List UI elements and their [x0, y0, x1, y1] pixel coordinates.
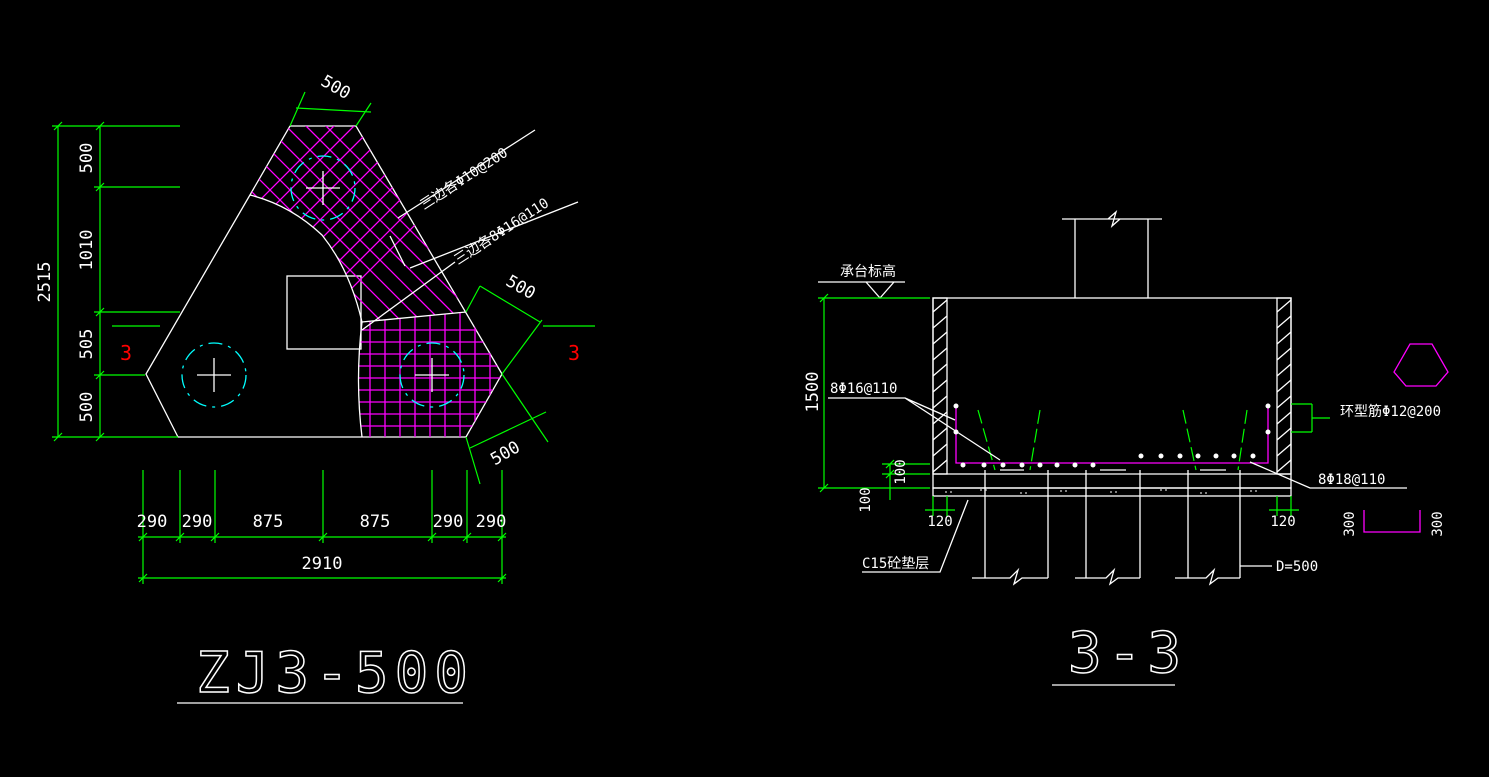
height-dim: 1500: [803, 372, 823, 413]
dim-h-4: 875: [360, 512, 391, 532]
leader-bedding: [862, 499, 969, 573]
dim-bottom-right-edge: 500: [487, 437, 524, 470]
side-right-dim: 120: [1270, 514, 1295, 530]
section-mark-right: 3: [568, 341, 580, 365]
zone-boundary-2: [361, 311, 467, 323]
bottom-rebar: [955, 404, 1269, 464]
bedding-label: C15砼垫层: [862, 556, 929, 572]
dim-v-total: 2515: [35, 262, 55, 303]
pile-right: [399, 342, 465, 408]
section-3-3: 承台标高 1500 100 100 120 120 8Φ16@110 环型筋Φ1…: [803, 210, 1449, 687]
rebar-dots: [953, 403, 1271, 468]
rebar-note-1: 三边各Φ10@200: [417, 145, 510, 213]
leader-bar-3: [1249, 461, 1407, 489]
dim-h-3: 875: [253, 512, 284, 532]
dim-v-4: 500: [77, 392, 97, 423]
pile-label: D=500: [1276, 559, 1318, 575]
dim-right-edge: 500: [502, 271, 539, 304]
dim-h-1: 290: [137, 512, 168, 532]
section-title: 3-3: [1068, 621, 1187, 686]
elevation-label: 承台标高: [840, 263, 896, 280]
section-mark-left: 3: [120, 341, 132, 365]
zone-boundary: [249, 194, 363, 438]
pile-left: [181, 342, 247, 408]
leader-bar-1: [828, 397, 1001, 461]
elevation-marker: [818, 281, 905, 299]
bottom-right-rebar-zone: [358, 312, 502, 437]
pile-top: [290, 155, 356, 221]
column-outline: [286, 275, 362, 350]
dim-h-5: 290: [433, 512, 464, 532]
cover-dim-bottom: 100: [858, 487, 874, 512]
rebar-note-2: 三边各8Φ16@110: [451, 195, 551, 268]
column: [1062, 210, 1162, 298]
bar-label-2: 环型筋Φ12@200: [1340, 403, 1441, 420]
cap-body: [932, 297, 1292, 489]
rebar-leaders: [361, 129, 579, 331]
top-rebar-zone: [250, 126, 466, 322]
bar-label-1: 8Φ16@110: [830, 381, 897, 397]
dim-h-2: 290: [182, 512, 213, 532]
dim-v-3: 505: [77, 329, 97, 360]
dim-top-edge: 500: [317, 71, 354, 104]
dim-h-6: 290: [476, 512, 507, 532]
side-left-dim: 120: [927, 514, 952, 530]
cover-dim-top: 100: [893, 459, 909, 484]
piles: [972, 469, 1241, 586]
oblique-dims: [289, 91, 549, 485]
section-dims: [818, 293, 1330, 516]
pile-cap-plan: 500 1010 505 500 2515 290 290 875 875 29…: [35, 71, 595, 707]
bedding-layer: [932, 487, 1292, 497]
dim-v-2: 1010: [77, 230, 97, 271]
wall-hatch: [932, 299, 1292, 473]
vertical-dims: [52, 121, 595, 442]
ring-bar-detail: [1393, 343, 1449, 387]
hook-left-dim: 300: [1342, 511, 1358, 536]
pile-anchor-bars: [977, 409, 1248, 471]
bar-label-3: 8Φ18@110: [1318, 472, 1385, 488]
hook-detail: [1363, 510, 1421, 533]
horizontal-dims: [138, 470, 507, 584]
hook-right-dim: 300: [1430, 511, 1446, 536]
dim-v-1: 500: [77, 143, 97, 174]
dim-h-total: 2910: [302, 554, 343, 574]
plan-title: ZJ3-500: [196, 641, 474, 706]
